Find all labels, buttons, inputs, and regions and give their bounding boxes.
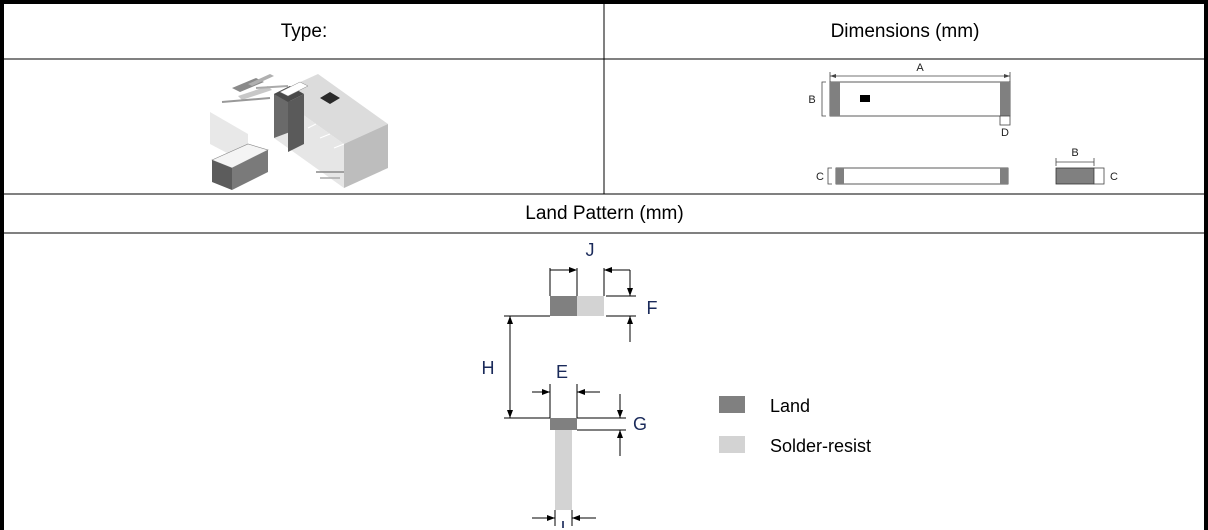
lp-label-h: H [482,358,495,378]
component-top-face [274,74,388,144]
dim-label-b-end: B [1071,147,1078,159]
motion-streak [248,74,274,86]
component-terminal-side [288,94,304,152]
dim-label-a: A [916,62,924,74]
top-view-right-terminal [1000,82,1010,116]
top-land-pad [550,296,577,316]
top-view-body [829,81,1011,117]
component-side-face [344,124,388,188]
dimensions-drawing: A B D C B C [808,62,1118,185]
lp-label-f: F [647,298,658,318]
lp-label-j: J [586,240,595,260]
side-view-left-terminal [836,168,844,184]
legend-swatch-land [719,396,745,413]
legend-label-land: Land [770,396,810,416]
small-component-side [232,150,268,190]
side-view-right-terminal [1000,168,1008,184]
small-component-terminal [212,160,232,190]
end-view-body [1055,167,1095,185]
legend-label-solder-resist: Solder-resist [770,436,871,456]
header-type: Type: [280,21,328,42]
marking-square [320,92,340,104]
dim-label-b-side: B [808,94,815,106]
side-view-body [835,167,1009,185]
motion-streak [221,97,271,103]
polarity-mark [860,95,870,102]
land-pattern-drawing: J F H E [482,240,872,528]
bottom-solder-resist [555,430,572,510]
top-solder-resist [577,296,604,316]
lp-label-i: I [560,518,565,528]
legend-swatch-solder-resist [719,436,745,453]
bottom-land-pad [550,418,577,430]
land-pattern-title: Land Pattern (mm) [525,203,684,224]
component-3d-image [210,74,388,190]
header-dimensions: Dimensions (mm) [830,21,980,42]
motion-streak [238,86,272,100]
lp-label-g: G [633,414,647,434]
top-view-left-terminal [830,82,840,116]
dim-label-c-left: C [816,171,824,183]
dim-label-c-right: C [1110,171,1118,183]
motion-streak [255,85,289,89]
dim-label-d: D [1001,127,1009,139]
lp-label-e: E [556,362,568,382]
